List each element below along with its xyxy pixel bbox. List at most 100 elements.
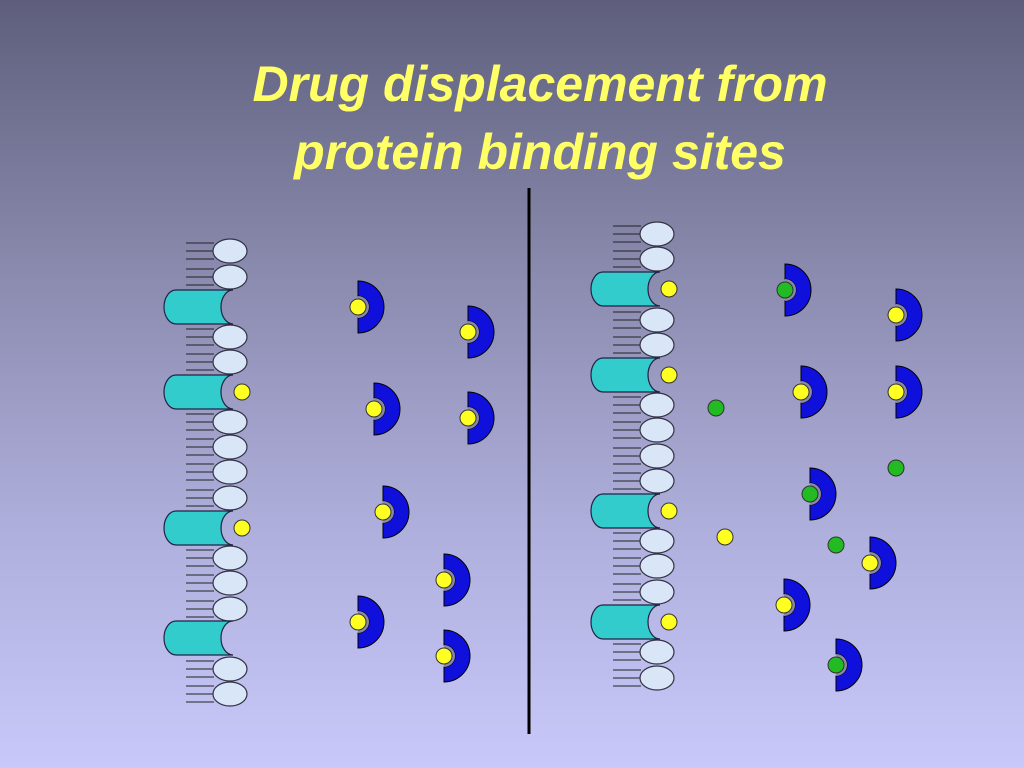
bead — [212, 545, 248, 571]
bead — [212, 264, 248, 290]
bound-drug-yellow — [233, 519, 251, 537]
membrane-bead — [186, 545, 248, 571]
receptor — [590, 357, 661, 393]
membrane-bead — [186, 434, 248, 460]
membrane-receptor — [163, 620, 234, 656]
bead — [212, 238, 248, 264]
bead — [639, 443, 675, 469]
membrane-bead — [613, 332, 675, 358]
binding-protein — [801, 467, 837, 521]
bound-drug-yellow — [365, 400, 383, 418]
bead — [639, 307, 675, 333]
bead — [212, 681, 248, 707]
bound-drug-yellow — [660, 613, 678, 631]
binding-protein — [861, 536, 897, 590]
bead — [212, 596, 248, 622]
bound-drug-yellow — [374, 503, 392, 521]
membrane-receptor — [590, 271, 678, 307]
membrane-receptor — [590, 604, 678, 640]
membrane-bead — [613, 528, 675, 554]
binding-protein — [459, 305, 495, 359]
membrane-receptor — [163, 510, 251, 546]
free-drug-green — [827, 536, 845, 554]
bead — [639, 579, 675, 605]
membrane-bead — [186, 596, 248, 622]
bead — [212, 349, 248, 375]
membrane-bead — [613, 443, 675, 469]
receptor — [163, 374, 234, 410]
bound-drug-yellow — [861, 554, 879, 572]
bead — [212, 570, 248, 596]
bead — [212, 459, 248, 485]
membrane-bead — [186, 656, 248, 682]
binding-protein — [349, 595, 385, 649]
bead — [639, 246, 675, 272]
free-drug-yellow — [716, 528, 734, 546]
before-panel — [163, 238, 495, 707]
membrane-bead — [613, 246, 675, 272]
membrane-bead — [613, 417, 675, 443]
membrane-bead — [613, 553, 675, 579]
bead — [212, 409, 248, 435]
membrane-bead — [613, 665, 675, 691]
bound-drug-yellow — [459, 409, 477, 427]
binding-protein — [887, 288, 923, 342]
receptor — [163, 289, 234, 325]
binding-protein — [459, 391, 495, 445]
membrane-bead — [186, 485, 248, 511]
binding-protein — [776, 263, 812, 317]
membrane-bead — [186, 681, 248, 707]
bound-drug-green — [801, 485, 819, 503]
binding-protein — [365, 382, 401, 436]
membrane-bead — [186, 570, 248, 596]
free-drug-green — [707, 399, 725, 417]
free-drug-green — [887, 459, 905, 477]
bead — [212, 434, 248, 460]
membrane-receptor — [590, 493, 678, 529]
slide-title-line-1: Drug displacement from — [252, 56, 828, 112]
membrane-bead — [186, 409, 248, 435]
binding-protein — [374, 485, 410, 539]
bound-drug-yellow — [660, 366, 678, 384]
membrane-receptor — [590, 357, 678, 393]
bead — [639, 665, 675, 691]
bound-drug-yellow — [660, 280, 678, 298]
membrane-bead — [613, 639, 675, 665]
membrane-bead — [186, 349, 248, 375]
bound-drug-yellow — [233, 383, 251, 401]
binding-protein — [792, 365, 828, 419]
bead — [212, 485, 248, 511]
receptor — [590, 271, 661, 307]
bound-drug-green — [776, 281, 794, 299]
bead — [639, 221, 675, 247]
bead — [639, 332, 675, 358]
receptor — [163, 510, 234, 546]
slide-title: Drug displacement from protein binding s… — [0, 50, 1024, 186]
binding-protein — [435, 629, 471, 683]
bound-drug-yellow — [435, 571, 453, 589]
membrane-receptor — [163, 289, 234, 325]
binding-protein — [887, 365, 923, 419]
bound-drug-yellow — [887, 306, 905, 324]
bound-drug-yellow — [349, 298, 367, 316]
bound-drug-yellow — [435, 647, 453, 665]
receptor — [590, 604, 661, 640]
membrane-bead — [613, 579, 675, 605]
bead — [639, 468, 675, 494]
membrane-bead — [186, 324, 248, 350]
membrane-bead — [186, 238, 248, 264]
bound-drug-yellow — [792, 383, 810, 401]
after-panel — [590, 221, 923, 692]
membrane-bead — [613, 307, 675, 333]
bead — [212, 656, 248, 682]
receptor — [590, 493, 661, 529]
bound-drug-yellow — [660, 502, 678, 520]
bead — [639, 553, 675, 579]
bead — [639, 528, 675, 554]
bead — [212, 324, 248, 350]
bound-drug-yellow — [887, 383, 905, 401]
bead — [639, 639, 675, 665]
bead — [639, 392, 675, 418]
bead — [639, 417, 675, 443]
